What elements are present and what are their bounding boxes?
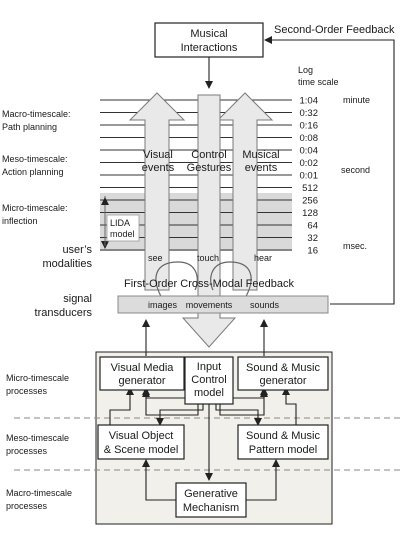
input-control-line-3: model [194, 387, 224, 399]
tick-label: 16 [307, 246, 318, 257]
signal-transducers-label-2: transducers [35, 307, 93, 319]
second-order-feedback-label: Second-Order Feedback [274, 24, 395, 36]
unit-minute: minute [343, 95, 370, 105]
visual-events-line-1: Visual [143, 149, 173, 161]
generative-mechanism-box [175, 482, 247, 518]
control-gestures-line-2: Gestures [187, 162, 232, 174]
first-order-feedback-label: First-Order Cross-Modal Feedback [124, 278, 294, 290]
tick-label: 0:02 [300, 158, 319, 169]
visual-object-line-1: Visual Object [109, 430, 174, 442]
sound-music-generator-box [237, 356, 329, 391]
modality-see: see [148, 253, 163, 263]
tick-label: 0:04 [300, 146, 319, 157]
visual-media-line-1: Visual Media [111, 362, 175, 374]
visual-object-line-2: & Scene model [104, 444, 179, 456]
visual-channel-arrow [128, 92, 186, 291]
input-to-visual-object [156, 404, 204, 426]
micro-timescale-label-1: Micro-timescale: [2, 203, 68, 213]
unit-msec: msec. [343, 241, 367, 251]
tick-label: 0:01 [300, 171, 319, 182]
user-modalities-label-2: modalities [42, 258, 92, 270]
musical-events-line-1: Musical [242, 149, 279, 161]
tick-label: 64 [307, 221, 318, 232]
visual-object-to-media [109, 387, 134, 425]
second-order-feedback-arrow [264, 36, 395, 305]
tick-label: 256 [302, 196, 318, 207]
lida-model-box [106, 214, 140, 242]
sound-pattern-line-1: Sound & Music [246, 430, 320, 442]
meso-process-label-2: processes [6, 446, 48, 456]
meso-process-label-1: Meso-timescale [6, 433, 69, 443]
transducer-images: images [148, 300, 178, 310]
tick-label: 32 [307, 233, 318, 244]
visual-media-generator-box [99, 356, 185, 391]
crossmodal-loop-left [155, 261, 198, 301]
meso-timescale-label-2: Action planning [2, 167, 64, 177]
sound-music-gen-line-1: Sound & Music [246, 362, 320, 374]
user-modalities-label-1: user’s [62, 244, 92, 256]
control-gestures-line-1: Control [191, 149, 226, 161]
macro-timescale-label-2: Path planning [2, 122, 57, 132]
time-scale-header-1: Log [298, 65, 313, 75]
generative-line-1: Generative [184, 488, 238, 500]
musical-interactions-line-2: Interactions [181, 42, 238, 54]
modality-touch: touch [197, 253, 219, 263]
tick-label: 1:04 [300, 96, 319, 107]
macro-process-label-1: Macro-timescale [6, 488, 72, 498]
tick-label: 0:32 [300, 108, 319, 119]
time-scale-header-2: time scale [298, 77, 339, 87]
sound-pattern-to-gen [282, 387, 297, 425]
tick-label: 0:16 [300, 121, 319, 132]
lida-line-2: model [110, 229, 135, 239]
micro-timescale-label-2: inflection [2, 216, 38, 226]
control-channel-arrow [181, 94, 237, 348]
musical-interactions-line-1: Musical [190, 28, 227, 40]
meso-timescale-label-1: Meso-timescale: [2, 154, 68, 164]
input-to-sound-pattern [215, 404, 262, 426]
sound-music-pattern-box [237, 424, 329, 460]
lida-line-1: LIDA [110, 218, 130, 228]
generative-line-2: Mechanism [183, 502, 239, 514]
transducer-movements: movements [186, 300, 233, 310]
transducer-sounds: sounds [250, 300, 280, 310]
sound-pattern-line-2: Pattern model [249, 444, 317, 456]
crossmodal-loop-right [210, 261, 252, 301]
micro-process-label-1: Micro-timescale [6, 373, 69, 383]
transducer-bar [117, 295, 329, 314]
visual-object-scene-box [97, 424, 185, 460]
generative-to-visual-object [142, 459, 176, 501]
process-connectors [109, 319, 297, 501]
macro-timescale-label-1: Macro-timescale: [2, 109, 71, 119]
musical-interactions-box [154, 22, 264, 58]
signal-transducers-label-1: signal [63, 293, 92, 305]
tick-label: 512 [302, 183, 318, 194]
input-control-model-box [184, 356, 234, 405]
visual-media-line-2: generator [118, 375, 165, 387]
generative-to-sound-pattern [246, 459, 280, 501]
tick-label: 128 [302, 208, 318, 219]
musical-channel-arrow [216, 92, 274, 291]
modality-hear: hear [254, 253, 272, 263]
musical-events-line-2: events [245, 162, 278, 174]
input-control-line-2: Control [191, 374, 226, 386]
micro-process-label-2: processes [6, 386, 48, 396]
sound-music-gen-line-2: generator [259, 375, 306, 387]
macro-process-label-2: processes [6, 501, 48, 511]
unit-second: second [341, 165, 370, 175]
input-control-line-1: Input [197, 361, 221, 373]
visual-events-line-2: events [142, 162, 175, 174]
tick-label: 0:08 [300, 133, 319, 144]
